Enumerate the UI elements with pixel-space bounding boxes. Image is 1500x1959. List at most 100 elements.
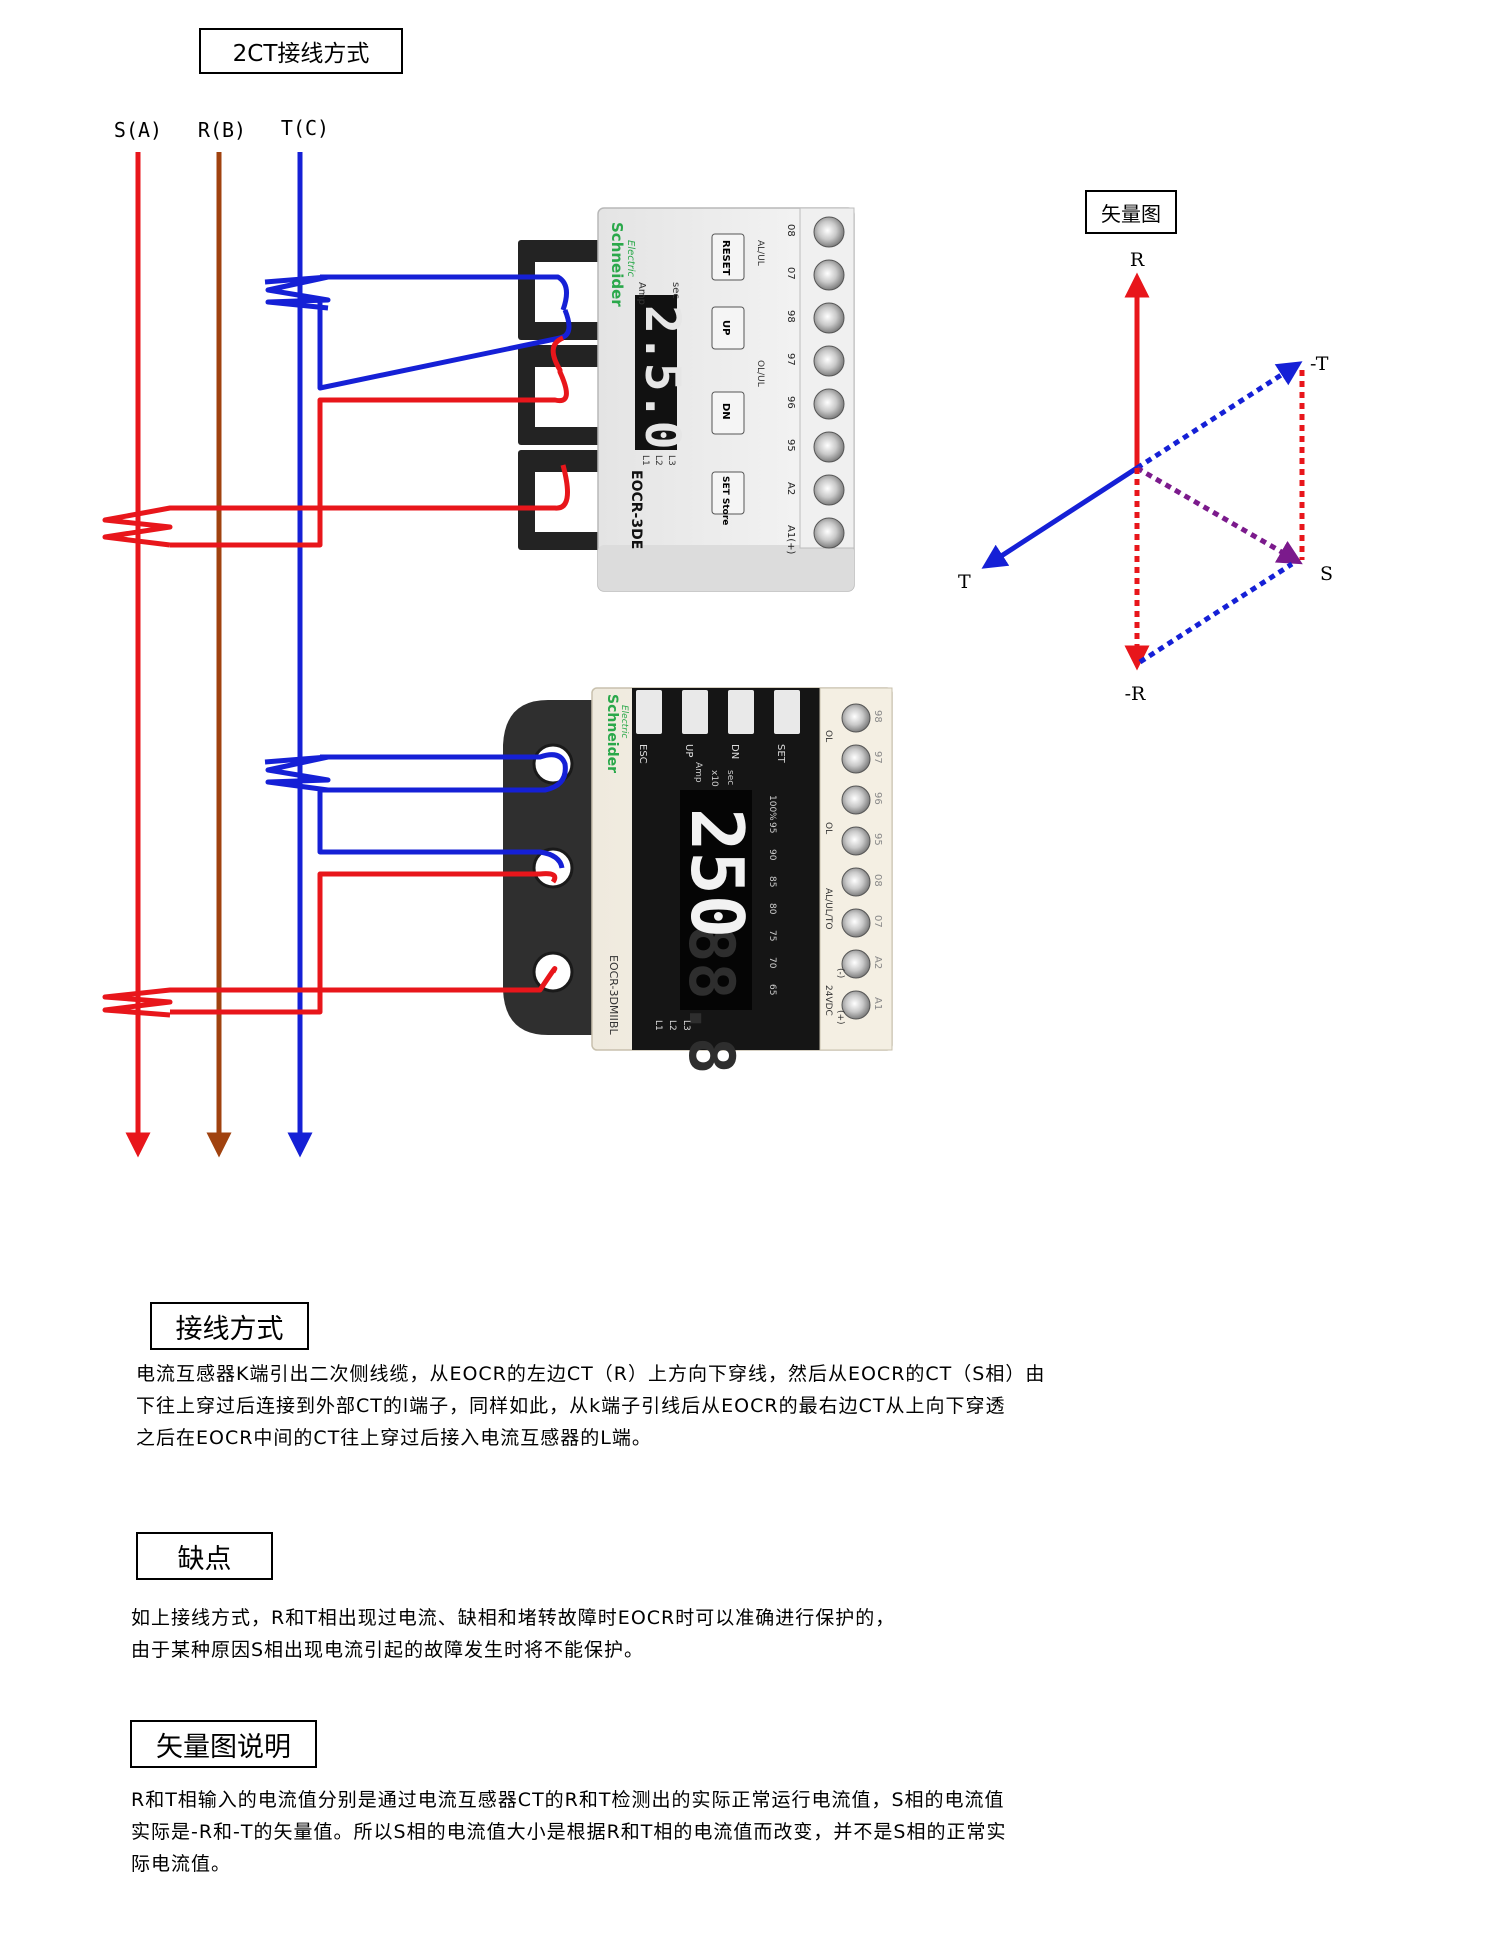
set-button[interactable] [774,690,800,734]
wiring-line-1: 电流互感器K端引出二次侧线缆，从EOCR的左边CT（R）上方向下穿线，然后从EO… [136,1363,1046,1385]
terminal-label-bottom: A2 [872,956,883,969]
vector-neg-t [1135,361,1303,471]
dn-button-2[interactable] [728,690,754,734]
terminal-label-top: 95 [785,439,796,452]
scale-label: 90 [767,849,777,861]
wire-red-top [102,335,570,548]
terminal-screw-bottom[interactable] [841,949,871,979]
scale-label: 70 [767,957,777,969]
terminal-screw-bottom[interactable] [841,703,871,733]
terminal-screw-top[interactable] [813,216,845,248]
vector-t [981,465,1139,569]
terminal-label-top: 08 [785,224,796,237]
relay-bottom-button-slots [636,690,800,734]
terminal-screw-top[interactable] [813,259,845,291]
wiring-line-3: 之后在EOCR中间的CT往上穿过后接入电流互感器的L端。 [136,1427,652,1449]
relay-top: 2.5.0 Schneider Electric Amp sec EOCR-3D… [518,207,855,592]
relay-bottom-brand: Schneider [604,694,620,773]
terminal-label-top: 96 [785,396,796,409]
scale-label: 100% [767,795,777,821]
scale-label: 85 [767,876,777,887]
vector-neg-r-to-s [1138,561,1294,665]
up-button-label: UP [720,320,731,335]
up-button-2[interactable] [682,690,708,734]
reset-button-label: RESET [720,240,731,276]
ol-label-1: OL [823,730,833,742]
relay-top-brand: Schneider [608,222,626,307]
reset-button[interactable] [711,233,745,281]
up-label-2: UP [683,744,694,757]
section-heading-vector: 矢量图说明 [130,1720,317,1768]
terminal-screw-top[interactable] [813,474,845,506]
terminal-screw-bottom[interactable] [841,826,871,856]
relay-bottom-l3: L3 [681,1020,691,1031]
terminal-screw-top[interactable] [813,302,845,334]
unit-amp: Amp [693,762,703,783]
section-body-wiring: 电流互感器K端引出二次侧线缆，从EOCR的左边CT（R）上方向下穿线，然后从EO… [136,1358,1216,1454]
section-heading-wiring: 接线方式 [150,1302,309,1350]
drawback-line-1: 如上接线方式，R和T相出现过电流、缺相和堵转故障时EOCR时可以准确进行保护的， [131,1607,896,1629]
unit-x10: x10 [709,770,719,787]
terminal-label-bottom: 98 [872,710,883,723]
relay-top-unit-amp: Amp [636,282,647,305]
esc-button[interactable] [636,690,662,734]
terminal-screw-bottom[interactable] [841,744,871,774]
vector-label-s: S [1320,563,1333,585]
relay-top-model: EOCR-3DE [628,470,644,549]
wire-red-bottom [102,871,558,1018]
relay-top-phase-labels: L1 L2 L3 [640,455,676,466]
vector-line-3: 际电流值。 [131,1853,232,1875]
set-store-button[interactable] [711,471,745,515]
phase-label-s: S(A) [114,118,162,142]
vector-s [1135,465,1303,565]
terminal-screw-bottom[interactable] [841,908,871,938]
section-body-drawback: 如上接线方式，R和T相出现过电流、缺相和堵转故障时EOCR时可以准确进行保护的，… [131,1602,1211,1666]
relay-top-l3: L3 [666,455,676,466]
wiring-line-2: 下往上穿过后连接到外部CT的l端子，同样如此，从k端子引线后从EOCR的最右边C… [136,1395,1006,1417]
alulto-label: AL/UL/TO [823,888,833,929]
ol-label-2: OL [823,822,833,834]
vector-line-1: R和T相输入的电流值分别是通过电流互感器CT的R和T检测出的实际正常运行电流值，… [131,1789,1005,1811]
scale-label: 95 [767,822,777,833]
terminal-screw-top[interactable] [813,388,845,420]
relay-top-display-value: 2.5.0 [634,305,690,450]
vector-label-neg-t: -T [1310,353,1329,375]
dn-label-2: DN [729,744,740,759]
terminal-label-bottom: A1 [872,997,883,1010]
dn-button-label: DN [720,403,731,420]
terminal-label-bottom: 95 [872,833,883,846]
esc-label: ESC [637,744,648,764]
terminal-screw-top[interactable] [813,517,845,549]
relay-bottom-l2: L2 [667,1020,677,1031]
terminal-screw-top[interactable] [813,345,845,377]
wiring-bottom [102,752,568,1018]
terminal-screw-bottom[interactable] [841,867,871,897]
page-title-text: 2CT接线方式 [232,41,370,67]
relay-top-l2: L2 [653,455,663,466]
wiring-top [102,274,572,548]
terminal-label-bottom: 96 [872,792,883,805]
relay-top-brand-sub: Electric [625,240,636,278]
terminal-screw-bottom[interactable] [841,990,871,1020]
relay-bottom-model: EOCR-3DMIIBL [607,955,620,1035]
section-heading-drawback-text: 缺点 [177,1543,232,1575]
relay-bottom-display-dim: 88.8 [675,925,748,1074]
vector-label-r: R [1130,249,1145,271]
vector-label-t: T [958,571,971,593]
terminal-label-bottom: 08 [872,874,883,887]
relay-bottom-units: Amp x10 sec [693,762,735,787]
terminal-label-top: 98 [785,310,796,323]
vdc-label: 24VDC [823,985,833,1016]
vector-diagram-title: 矢量图 [1085,190,1177,234]
set-label: SET [775,744,786,764]
vector-diagram: R -T S T -R [958,249,1333,705]
relay-top-olul-label: OL/UL [755,360,765,387]
up-button[interactable] [711,306,745,350]
dn-button[interactable] [711,391,745,435]
terminal-screw-bottom[interactable] [841,785,871,815]
section-body-vector: R和T相输入的电流值分别是通过电流互感器CT的R和T检测出的实际正常运行电流值，… [131,1784,1221,1880]
phase-label-r: R(B) [198,118,246,142]
terminal-screw-top[interactable] [813,431,845,463]
terminal-label-bottom: 07 [872,915,883,928]
